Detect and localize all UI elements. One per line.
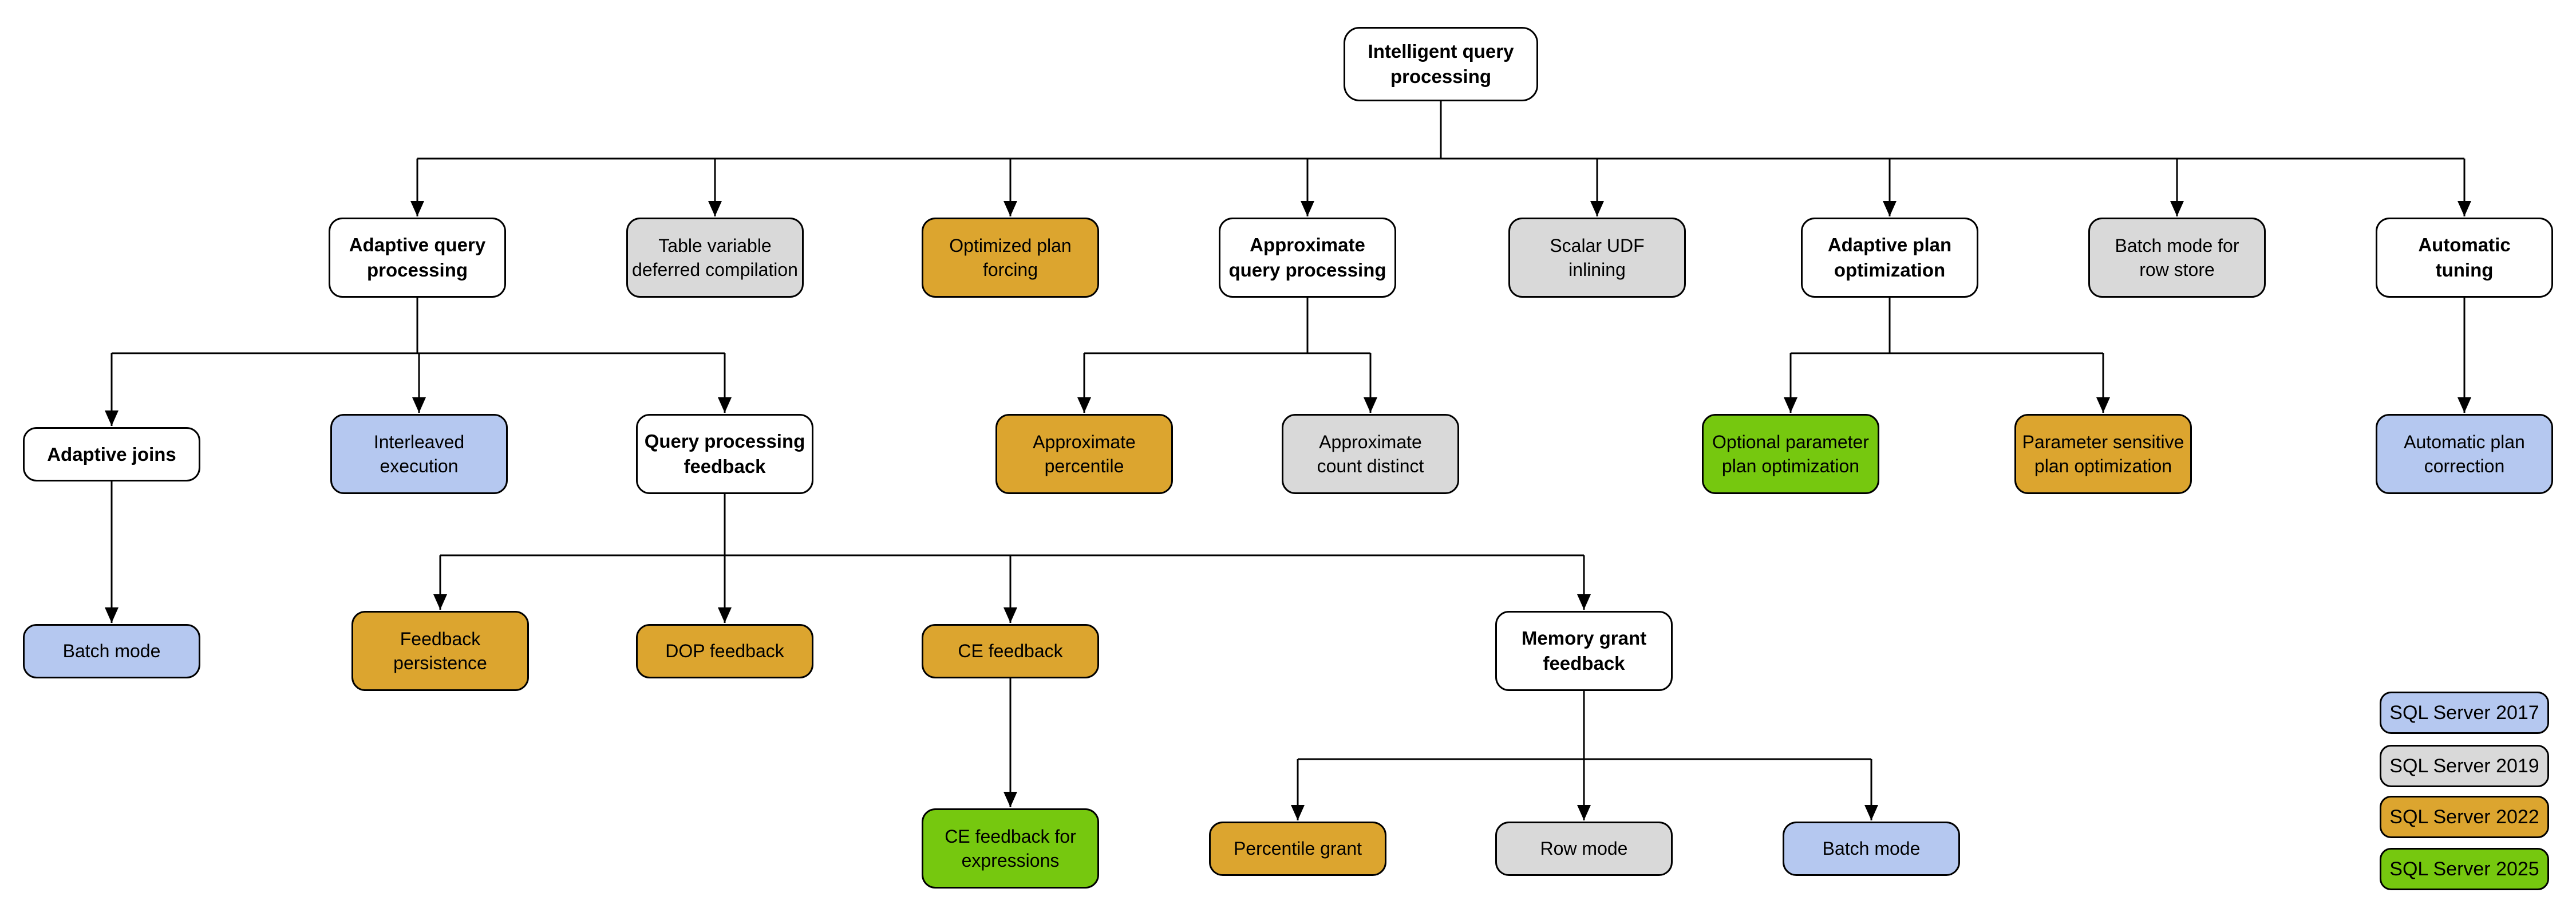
node-interleaved-execution: Interleaved execution [330, 414, 508, 494]
node-adaptive-joins: Adaptive joins [23, 427, 200, 481]
node-ce-feedback-for-expressions: CE feedback for expressions [922, 808, 1099, 889]
node-percentile-grant: Percentile grant [1209, 822, 1386, 876]
node-intelligent-query-processing: Intelligent query processing [1344, 27, 1538, 101]
node-memory-grant-feedback: Memory grant feedback [1495, 611, 1673, 691]
legend-sql-server-2019: SQL Server 2019 [2380, 745, 2549, 787]
node-row-mode: Row mode [1495, 822, 1673, 876]
legend-sql-server-2025: SQL Server 2025 [2380, 848, 2549, 890]
node-dop-feedback: DOP feedback [636, 624, 813, 678]
node-adaptive-query-processing: Adaptive query processing [329, 218, 506, 298]
node-approximate-count-distinct: Approximate count distinct [1282, 414, 1459, 494]
node-table-variable-deferred-compilation: Table variable deferred compilation [626, 218, 804, 298]
node-optimized-plan-forcing: Optimized plan forcing [922, 218, 1099, 298]
node-scalar-udf-inlining: Scalar UDF inlining [1508, 218, 1686, 298]
node-parameter-sensitive-plan-optimization: Parameter sensitive plan optimization [2014, 414, 2192, 494]
node-adaptive-plan-optimization: Adaptive plan optimization [1801, 218, 1978, 298]
node-query-processing-feedback: Query processing feedback [636, 414, 813, 494]
legend-sql-server-2017: SQL Server 2017 [2380, 692, 2549, 734]
node-approximate-query-processing: Approximate query processing [1219, 218, 1396, 298]
node-batch-mode-for-row-store: Batch mode for row store [2088, 218, 2266, 298]
node-approximate-percentile: Approximate percentile [995, 414, 1173, 494]
node-ce-feedback: CE feedback [922, 624, 1099, 678]
node-automatic-plan-correction: Automatic plan correction [2376, 414, 2553, 494]
node-optional-parameter-plan-optimization: Optional parameter plan optimization [1702, 414, 1879, 494]
node-feedback-persistence: Feedback persistence [351, 611, 529, 691]
node-automatic-tuning: Automatic tuning [2376, 218, 2553, 298]
node-batch-mode-memory-grant: Batch mode [1783, 822, 1960, 876]
legend-sql-server-2022: SQL Server 2022 [2380, 796, 2549, 838]
node-batch-mode-adaptive-joins: Batch mode [23, 624, 200, 678]
